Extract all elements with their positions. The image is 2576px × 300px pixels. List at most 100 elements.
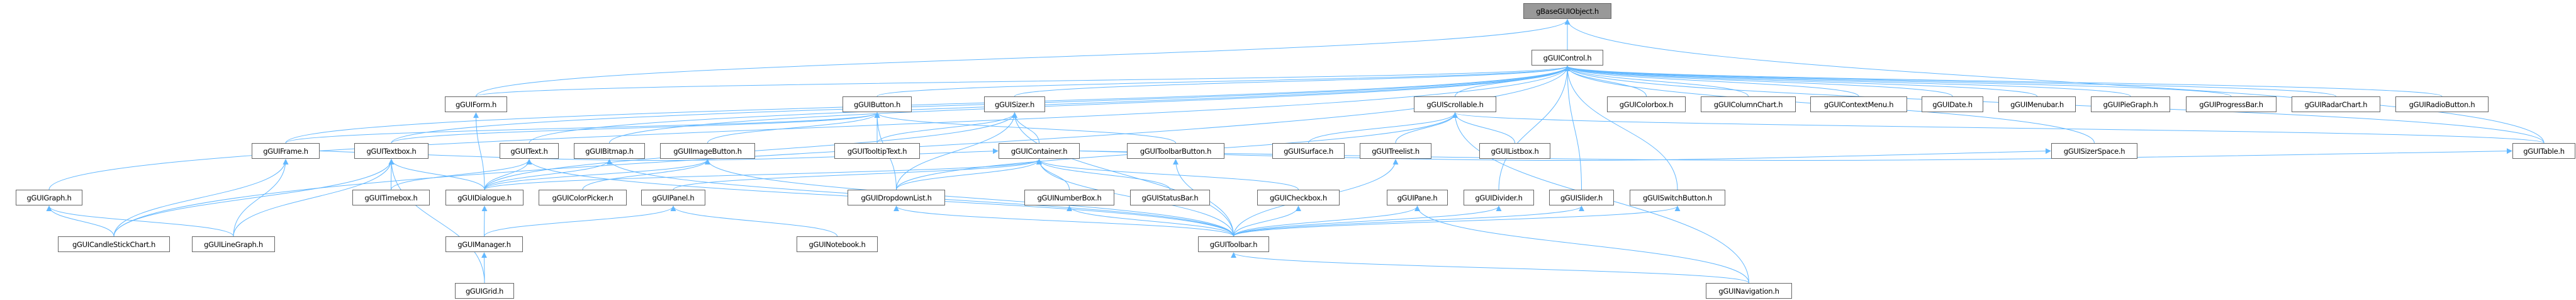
node-textbox[interactable]: gGUITextbox.h	[354, 143, 428, 159]
edge-panel-to-container	[673, 159, 1042, 190]
edge-navigation-to-toolbar	[1231, 252, 1749, 284]
edge-timebox-to-text	[391, 159, 532, 190]
node-colorbox[interactable]: gGUIColorbox.h	[1607, 96, 1686, 112]
node-button[interactable]: gGUIButton.h	[843, 96, 912, 112]
node-graph[interactable]: gGUIGraph.h	[16, 190, 82, 205]
node-switchbutton[interactable]: gGUISwitchButton.h	[1630, 190, 1725, 205]
node-toolbar[interactable]: gGUIToolbar.h	[1198, 236, 1269, 252]
edge-radarchart-to-control	[1564, 66, 2336, 97]
edge-graph-to-control	[48, 66, 1571, 190]
edge-piegraph-to-control	[1564, 66, 2131, 97]
node-sizerspace[interactable]: gGUISizerSpace.h	[2051, 143, 2137, 159]
node-frame[interactable]: gGUIFrame.h	[252, 143, 320, 159]
edge-frame-to-button	[285, 112, 880, 144]
edge-scrollable-to-control	[1455, 66, 1571, 97]
node-menubar[interactable]: gGUIMenubar.h	[1998, 96, 2076, 112]
edge-contextmenu-to-control	[1564, 66, 1859, 97]
edge-table-to-scrollable	[1452, 112, 2545, 144]
node-surface[interactable]: gGUISurface.h	[1272, 143, 1345, 159]
edge-dialogue-to-text	[484, 159, 532, 190]
edge-container-to-sizerspace	[1079, 148, 2051, 161]
edge-imagebutton-to-button	[707, 112, 880, 144]
node-numberbox[interactable]: gGUINumberBox.h	[1024, 190, 1114, 205]
node-progressbar[interactable]: gGUIProgressBar.h	[2186, 96, 2276, 112]
node-treelist[interactable]: gGUITreelist.h	[1360, 143, 1431, 159]
node-radarchart[interactable]: gGUIRadarChart.h	[2292, 96, 2380, 112]
edge-menubar-to-control	[1564, 66, 2037, 97]
node-notebook[interactable]: gGUINotebook.h	[797, 236, 878, 252]
node-sizer[interactable]: gGUISizer.h	[984, 96, 1045, 112]
edge-colorbox-to-control	[1564, 66, 1647, 97]
node-manager[interactable]: gGUIManager.h	[445, 236, 523, 252]
edge-toolbar-to-dropdownlist	[893, 205, 1234, 237]
edge-treelist-to-scrollable	[1395, 112, 1458, 144]
edge-colorpicker-to-imagebutton	[582, 159, 710, 190]
edge-columnchart-to-control	[1564, 66, 1749, 97]
edge-grid-to-textbox	[388, 159, 485, 284]
edge-toolbar-to-numberbox	[1067, 205, 1234, 237]
edge-linegraph-to-frame	[233, 159, 289, 237]
edge-linegraph-to-textbox	[233, 159, 395, 237]
edge-notebook-to-panel	[670, 205, 837, 237]
edge-linegraph-to-graph	[46, 205, 234, 237]
node-statusbar[interactable]: gGUIStatusBar.h	[1130, 190, 1210, 205]
node-checkbox[interactable]: gGUICheckbox.h	[1257, 190, 1340, 205]
edge-dialogue-to-form	[473, 112, 485, 190]
node-candlestick[interactable]: gGUICandleStickChart.h	[58, 236, 170, 252]
node-base[interactable]: gBaseGUIObject.h	[1523, 3, 1611, 19]
node-text[interactable]: gGUIText.h	[500, 143, 559, 159]
node-linegraph[interactable]: gGUILineGraph.h	[192, 236, 275, 252]
node-dropdownlist[interactable]: gGUIDropdownList.h	[848, 190, 945, 205]
node-grid[interactable]: gGUIGrid.h	[455, 283, 514, 299]
edge-dialogue-to-textbox	[388, 159, 485, 190]
node-listbox[interactable]: gGUIListbox.h	[1479, 143, 1550, 159]
edge-toolbar-to-pane	[1233, 205, 1420, 237]
edge-toolbar-to-checkbox	[1233, 205, 1301, 237]
node-panel[interactable]: gGUIPanel.h	[641, 190, 705, 205]
node-slider[interactable]: gGUISlider.h	[1549, 190, 1614, 205]
node-navigation[interactable]: gGUINavigation.h	[1706, 283, 1792, 299]
node-timebox[interactable]: gGUITimebox.h	[352, 190, 430, 205]
edge-sizer-to-control	[1014, 66, 1571, 97]
node-piegraph[interactable]: gGUIPieGraph.h	[2091, 96, 2170, 112]
edge-grid-to-manager	[481, 252, 488, 284]
edge-dialogue-to-container	[484, 159, 1042, 190]
edge-toolbar-to-slider	[1233, 205, 1584, 237]
node-pane[interactable]: gGUIPane.h	[1387, 190, 1448, 205]
node-bitmap[interactable]: gGUIBitmap.h	[574, 143, 645, 159]
edge-textbox-to-control	[391, 66, 1571, 144]
node-tooltiptext[interactable]: gGUITooltipText.h	[834, 143, 920, 159]
node-table[interactable]: gGUITable.h	[2512, 143, 2575, 159]
edge-manager-to-panel	[484, 205, 676, 237]
node-container[interactable]: gGUIContainer.h	[999, 143, 1080, 159]
node-date[interactable]: gGUIDate.h	[1922, 96, 1983, 112]
edge-bitmap-to-control	[609, 66, 1571, 144]
edge-dropdownlist-to-container	[896, 159, 1042, 190]
node-form[interactable]: gGUIForm.h	[445, 96, 507, 112]
edge-surface-to-scrollable	[1308, 112, 1458, 144]
edge-candlestick-to-frame	[113, 159, 289, 237]
node-columnchart[interactable]: gGUIColumnChart.h	[1701, 96, 1796, 112]
node-divider[interactable]: gGUIDivider.h	[1464, 190, 1534, 205]
node-dialogue[interactable]: gGUIDialogue.h	[445, 190, 524, 205]
edge-text-to-control	[529, 66, 1571, 144]
edge-statusbar-to-container	[1036, 159, 1170, 190]
node-scrollable[interactable]: gGUIScrollable.h	[1414, 96, 1496, 112]
edge-toolbar-to-switchbutton	[1233, 205, 1681, 237]
edge-button-to-control	[876, 66, 1571, 97]
node-control[interactable]: gGUIControl.h	[1532, 50, 1603, 66]
node-toolbarbutton[interactable]: gGUIToolbarButton.h	[1127, 143, 1224, 159]
edge-manager-to-dialogue	[481, 205, 488, 237]
node-colorpicker[interactable]: gGUIColorPicker.h	[539, 190, 627, 205]
edge-radiobutton-to-control	[1564, 66, 2443, 97]
edge-frame-to-control	[285, 66, 1571, 144]
node-radiobutton[interactable]: gGUIRadioButton.h	[2395, 96, 2489, 112]
edge-switchbutton-to-control	[1564, 66, 1678, 190]
edge-textbox-to-button	[391, 112, 880, 144]
node-imagebutton[interactable]: gGUIImageButton.h	[660, 143, 755, 159]
edge-slider-to-control	[1564, 66, 1582, 190]
edge-candlestick-to-graph	[46, 205, 115, 237]
edge-toolbar-to-divider	[1233, 205, 1502, 237]
node-contextmenu[interactable]: gGUIContextMenu.h	[1810, 96, 1907, 112]
